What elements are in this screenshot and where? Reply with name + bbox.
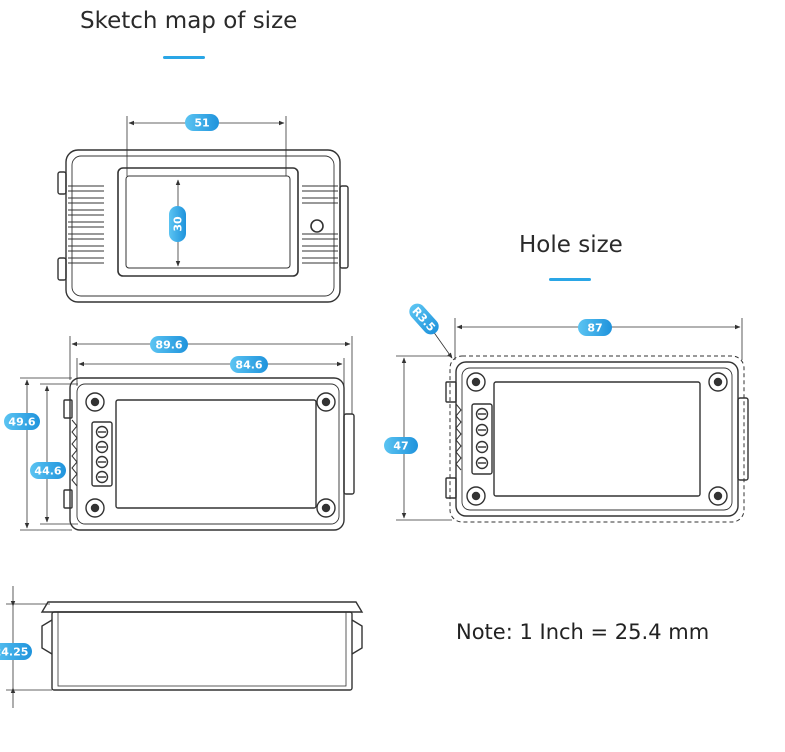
dim-front-outer-height-label: 49.6: [4, 413, 40, 430]
svg-text:51: 51: [194, 117, 209, 130]
svg-text:24.25: 24.25: [0, 646, 28, 659]
svg-text:87: 87: [587, 322, 602, 335]
inch-conversion-note: Note: 1 Inch = 25.4 mm: [456, 620, 710, 644]
svg-text:30: 30: [172, 216, 185, 232]
dim-top-height-label: 30: [169, 206, 186, 242]
dim-top-width-label: 51: [185, 114, 219, 131]
dim-side-depth-label: 24.25: [0, 643, 32, 660]
dim-front-inner-height-label: 44.6: [30, 462, 66, 479]
side-view-device: [40, 601, 364, 691]
dim-front-inner-width-label: 84.6: [230, 356, 268, 373]
svg-text:47: 47: [393, 440, 408, 453]
dim-front-outer-width-label: 89.6: [150, 336, 188, 353]
front-view-device: [63, 377, 355, 531]
svg-text:89.6: 89.6: [155, 339, 182, 352]
svg-text:44.6: 44.6: [34, 465, 61, 478]
sketch-map-heading: Sketch map of size: [80, 8, 298, 34]
hole-size-heading: Hole size: [519, 232, 623, 258]
dim-hole-width-label: 87: [578, 319, 612, 336]
sketch-map-underline: [163, 56, 205, 59]
hole-view-device: [445, 355, 749, 523]
svg-text:49.6: 49.6: [8, 416, 35, 429]
hole-size-underline: [549, 278, 591, 281]
dim-hole-height-label: 47: [384, 437, 418, 454]
svg-text:84.6: 84.6: [235, 359, 262, 372]
top-view-device: [57, 149, 349, 303]
dim-hole-radius-label: R3.5: [409, 303, 439, 335]
